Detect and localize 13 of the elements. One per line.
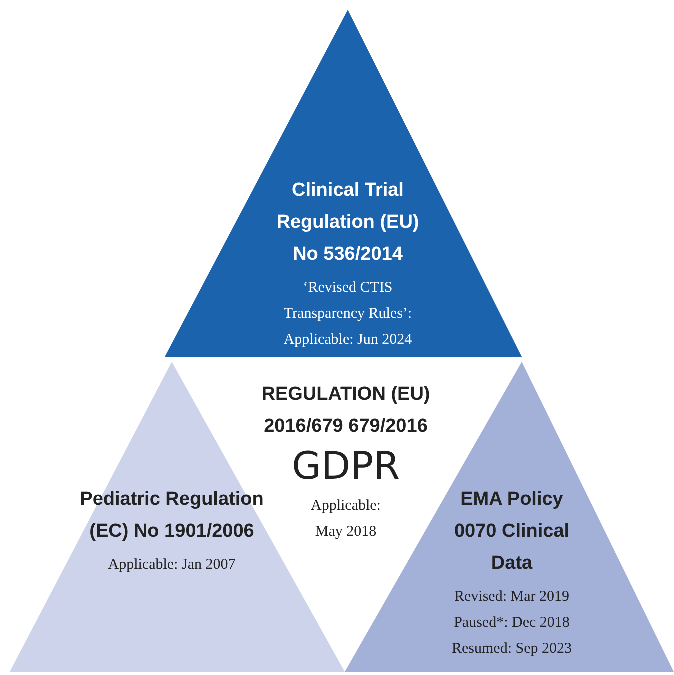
body-text: Applicable: May 2018 xyxy=(310,497,382,542)
heading-text: EMA Policy 0070 Clinical Data xyxy=(453,488,571,576)
body-text: Resumed: Sep 2023 xyxy=(452,640,572,659)
triangle-panel xyxy=(165,10,522,357)
body-text: Paused*: Dec 2018 xyxy=(454,614,570,633)
body-text: ‘Revised CTIS Transparency Rules’: xyxy=(282,279,414,324)
body-text: Applicable: Jan 2007 xyxy=(108,556,236,575)
heading-text: Clinical Trial Regulation (EU) No 536/2014 xyxy=(276,179,420,267)
body-text: Applicable: Jun 2024 xyxy=(284,331,412,350)
heading-text: Pediatric Regulation (EC) No 1901/2006 xyxy=(79,488,265,544)
body-text: Revised: Mar 2019 xyxy=(454,588,570,607)
acronym-text: GDPR xyxy=(292,443,400,489)
heading-text: REGULATION (EU) 2016/679 679/2016 xyxy=(260,383,432,439)
